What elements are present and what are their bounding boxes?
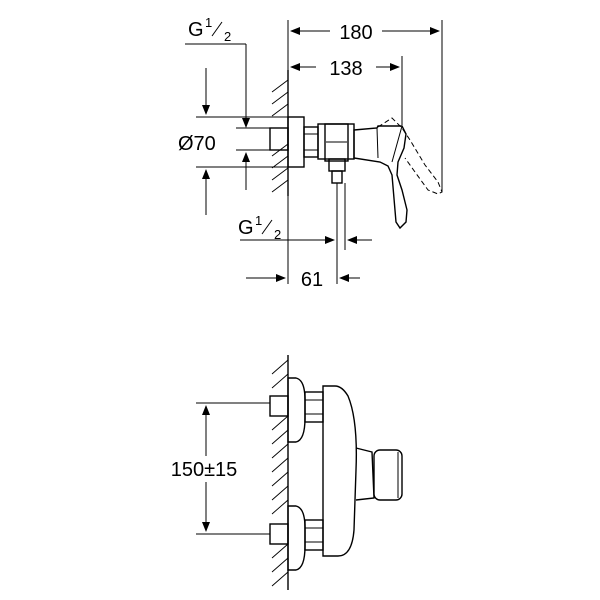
dim-150-label: 150±15 [171, 459, 238, 481]
thread-top-base: G [188, 19, 204, 41]
thread-callout-top: G 1 2 [185, 15, 250, 128]
inlet-stub-top [269, 127, 289, 151]
thread-bottom-base: G [238, 217, 254, 239]
dimension-150: 150±15 [155, 402, 270, 535]
thread-callout-bottom: G 1 2 [238, 213, 372, 244]
mixer-body-front [322, 385, 357, 557]
inlet-thread-lines [236, 127, 270, 190]
dim-diameter-label: Ø70 [178, 133, 216, 155]
top-view: 180 138 G 1 2 Ø70 [178, 15, 443, 291]
front-view: 150±15 [155, 355, 403, 590]
dimension-180: 180 [287, 18, 443, 192]
valve-body-top [317, 123, 355, 162]
dimension-138: 138 [290, 54, 403, 125]
lever-swing-outline [377, 117, 443, 195]
dim-180-label: 180 [339, 22, 372, 44]
connecting-nut-top [303, 126, 319, 158]
dimension-61: 61 [246, 196, 360, 291]
wall-front [271, 355, 289, 590]
dimension-diameter-70: Ø70 [178, 68, 288, 215]
upper-connection [269, 377, 324, 443]
cartridge-housing-front [355, 447, 403, 501]
thread-bottom-numerator: 1 [255, 213, 262, 228]
dim-61-label: 61 [301, 269, 323, 291]
outlet-nozzle-top [328, 158, 346, 184]
rosette-top [287, 116, 305, 168]
lower-connection [269, 505, 324, 571]
thread-bottom-denominator: 2 [274, 227, 281, 242]
thread-top-denominator: 2 [224, 29, 231, 44]
thread-top-numerator: 1 [205, 15, 212, 30]
dim-138-label: 138 [329, 58, 362, 80]
lever-handle-top [353, 125, 408, 230]
wall-top [271, 70, 289, 196]
